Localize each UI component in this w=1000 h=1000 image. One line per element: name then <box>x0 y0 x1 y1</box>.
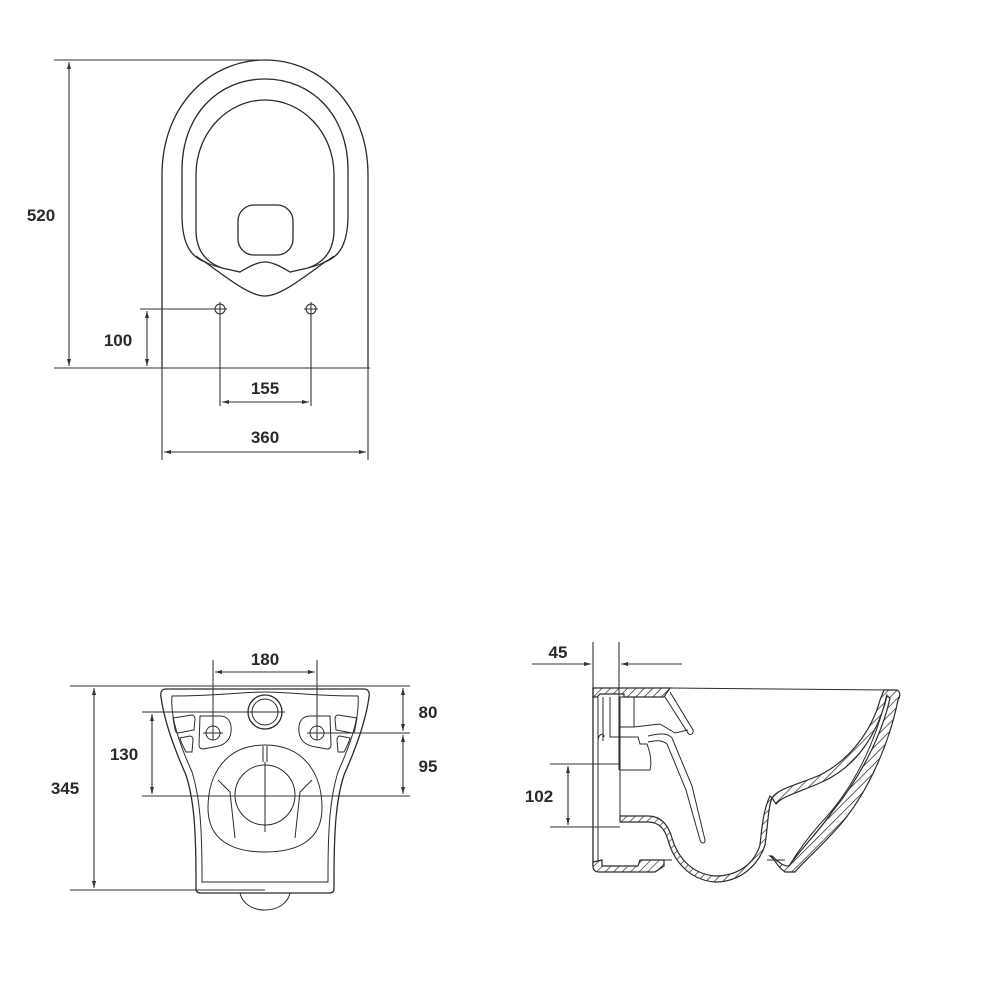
fixing-hole-right <box>304 302 318 316</box>
dim-label-fixing-to-outlet: 95 <box>418 757 438 776</box>
bowl-top-line <box>669 687 896 691</box>
top-wall-section <box>592 687 672 698</box>
rear-outer-outline <box>160 688 370 894</box>
flush-channel <box>647 733 706 844</box>
fixing-hole-left <box>213 302 227 316</box>
dim-label-top-to-fixing: 80 <box>418 703 438 722</box>
rim-outer <box>181 78 349 297</box>
top-view <box>54 59 370 460</box>
dim-label-fixing-offset: 100 <box>103 331 133 350</box>
rear-inner-outline <box>171 691 359 883</box>
dim-label-overall-height: 345 <box>50 779 80 798</box>
dim-label-overall-width: 360 <box>250 428 280 447</box>
side-view <box>532 642 901 883</box>
dim-label-rear-fixing-spacing: 180 <box>250 650 280 669</box>
drain-outlet <box>237 204 294 256</box>
inlet-connector <box>609 697 652 771</box>
dim-label-outlet-to-inlet: 102 <box>524 787 554 806</box>
base-section <box>592 859 665 873</box>
dim-label-outlet-offset: 130 <box>109 745 139 764</box>
rear-view <box>70 660 410 911</box>
dim-label-inlet-offset: 45 <box>548 643 568 662</box>
rear-bowl-outline <box>207 744 323 853</box>
bowl-outer-outline <box>161 59 369 368</box>
fixing-block-right <box>298 715 332 750</box>
rim-arm <box>664 691 694 735</box>
dim-label-fixing-spacing: 155 <box>250 379 280 398</box>
fixing-block-left <box>198 715 232 750</box>
trap-wall-section <box>619 794 773 883</box>
bowl-opening <box>195 99 335 273</box>
dim-label-overall-depth: 520 <box>26 206 56 225</box>
